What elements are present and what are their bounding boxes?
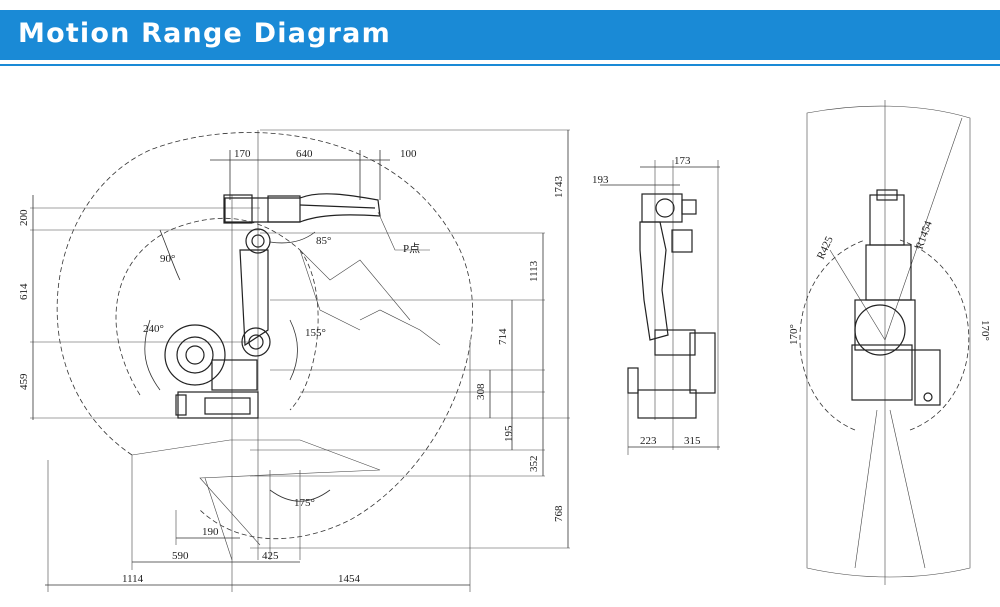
dim-1114: 1114 [122,573,144,585]
angle-175: 175° [294,497,315,509]
dim-308: 308 [475,383,487,400]
front-view-labels: 173 193 223 315 [592,155,701,447]
outer-range-sector [806,105,971,578]
dim-1113: 1113 [528,260,540,282]
top-view-labels: R425 R1454 170° 170° [788,219,991,345]
dim-459: 459 [18,373,30,390]
dim-315: 315 [684,435,701,447]
dim-223: 223 [640,435,657,447]
radius-425: R425 [815,234,836,261]
angle-240: 240° [143,323,164,335]
front-view [600,160,720,455]
outer-motion-envelope [56,132,474,540]
radius-1454: R1454 [914,219,935,251]
header-divider [0,64,1000,66]
dim-352: 352 [528,456,540,473]
side-view [30,129,570,592]
dim-200: 200 [18,209,30,226]
inner-motion-envelope [115,217,301,396]
angle-90: 90° [160,253,175,265]
dim-714: 714 [497,328,509,345]
dim-640: 640 [296,148,313,160]
angle-155: 155° [305,327,326,339]
top-view [799,100,971,585]
angle-170-right: 170° [979,320,991,341]
dim-170: 170 [234,148,251,160]
dim-195: 195 [503,425,515,442]
dim-193: 193 [592,174,609,186]
dim-173: 173 [674,155,691,167]
dim-614: 614 [18,283,30,300]
dim-590: 590 [172,550,189,562]
page-title: Motion Range Diagram [18,18,391,49]
angle-170-left: 170° [788,324,800,345]
p-point-label: P点 [403,242,420,255]
dim-1743: 1743 [553,176,565,199]
dim-1454: 1454 [338,573,361,585]
header-bar: Motion Range Diagram [0,10,1000,60]
angle-85: 85° [316,235,331,247]
side-view-labels: 170 640 100 1743 200 614 459 1113 714 30… [18,148,565,585]
dim-768: 768 [553,505,565,522]
dim-425: 425 [262,550,279,562]
dim-190: 190 [202,526,219,538]
dim-100: 100 [400,148,417,160]
